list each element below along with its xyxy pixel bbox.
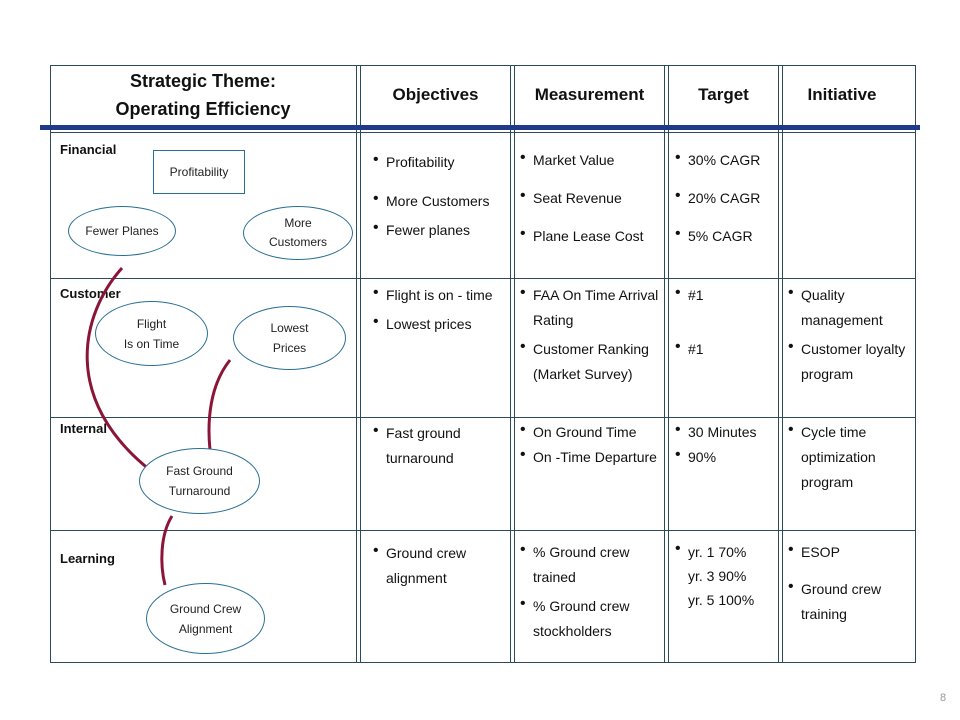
list-item: Customer Ranking (Market Survey) (520, 334, 660, 387)
node-flight-on-time: Flight Is on Time (95, 301, 208, 366)
node-ground-crew-alignment: Ground Crew Alignment (146, 583, 265, 654)
connector-ground-crew-to-fast-ground (160, 515, 174, 586)
list-item: ESOP (788, 537, 903, 565)
column-header-objectives: Objectives (392, 85, 479, 104)
page-number: 8 (940, 692, 947, 704)
list-item: Customer loyalty program (788, 334, 908, 387)
internal-target: 30 Minutes 90% (675, 417, 775, 470)
customer-objectives: Flight is on - time Lowest prices (373, 280, 503, 337)
customer-initiative: Quality management Customer loyalty prog… (788, 280, 908, 387)
customer-target: #1 #1 (675, 280, 775, 362)
internal-objectives: Fast ground turnaround (373, 418, 503, 471)
list-item: Quality management (788, 280, 908, 333)
list-item: Profitability (373, 147, 503, 175)
list-item: yr. 1 70% (675, 537, 775, 564)
node-fewer-planes: Fewer Planes (68, 206, 176, 256)
customer-measurement: FAA On Time Arrival Rating Customer Rank… (520, 280, 660, 387)
list-item: On -Time Departure (520, 442, 660, 470)
column-header-measurement: Measurement (534, 85, 645, 104)
list-item: 20% CAGR (675, 183, 778, 211)
list-item: #1 (675, 280, 775, 308)
connector-fewer-planes-to-fast-ground (85, 267, 151, 472)
row-label-financial: Financial (60, 142, 117, 157)
list-item: Ground crew alignment (373, 538, 503, 591)
list-item: More Customers (373, 186, 503, 214)
list-item: 30 Minutes (675, 417, 775, 445)
learning-initiative: ESOP Ground crew training (788, 537, 903, 627)
internal-initiative: Cycle time optimization program (788, 417, 903, 495)
list-item: Lowest prices (373, 309, 503, 337)
node-more-customers: More Customers (243, 206, 353, 260)
list-item: On Ground Time (520, 417, 660, 445)
list-item: % Ground crew trained (520, 537, 660, 590)
list-item: 90% (675, 442, 775, 470)
node-lowest-prices: Lowest Prices (233, 306, 346, 370)
node-profitability: Profitability (153, 150, 245, 194)
list-item: Ground crew training (788, 574, 903, 627)
theme-title-line2: Operating Efficiency (115, 99, 291, 119)
list-item: #1 (675, 334, 775, 362)
node-fast-ground-turnaround: Fast Ground Turnaround (139, 448, 260, 514)
learning-objectives: Ground crew alignment (373, 538, 503, 591)
row-label-internal: Internal (60, 421, 107, 436)
list-item: FAA On Time Arrival Rating (520, 280, 660, 333)
list-item: yr. 3 90% (688, 568, 747, 584)
column-header-target: Target (698, 85, 749, 104)
learning-measurement: % Ground crew trained % Ground crew stoc… (520, 537, 660, 644)
list-item: 5% CAGR (675, 221, 778, 249)
theme-title-line1: Strategic Theme: (129, 71, 277, 91)
list-item: Seat Revenue (520, 183, 660, 211)
financial-target: 30% CAGR 20% CAGR 5% CAGR (675, 145, 778, 249)
list-item: Fast ground turnaround (373, 418, 503, 471)
header-bar (40, 125, 920, 130)
learning-target: yr. 1 70% yr. 3 90% yr. 5 100% (675, 537, 775, 612)
list-item: Flight is on - time (373, 280, 503, 308)
list-item: yr. 5 100% (688, 592, 755, 608)
list-item: 30% CAGR (675, 145, 778, 173)
list-item: Market Value (520, 145, 660, 173)
connector-lowest-prices-to-fast-ground (207, 359, 232, 451)
list-item: Fewer planes (373, 215, 503, 243)
financial-measurement: Market Value Seat Revenue Plane Lease Co… (520, 145, 660, 249)
list-item: Plane Lease Cost (520, 221, 660, 249)
list-item: % Ground crew stockholders (520, 591, 660, 644)
list-item: Cycle time optimization program (788, 417, 903, 495)
row-label-learning: Learning (60, 551, 115, 566)
column-header-initiative: Initiative (807, 85, 877, 104)
internal-measurement: On Ground Time On -Time Departure (520, 417, 660, 470)
financial-objectives: Profitability More Customers Fewer plane… (373, 147, 503, 243)
